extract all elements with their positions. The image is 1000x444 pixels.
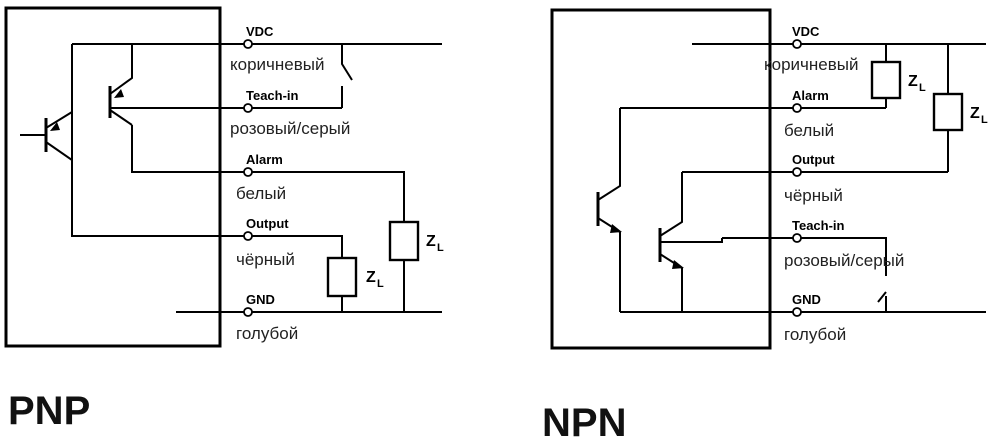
- pnp-pin-label: GND: [246, 292, 275, 307]
- npn-load-links: [885, 44, 949, 172]
- npn-wire-color: коричневый: [764, 55, 858, 74]
- svg-text:L: L: [919, 82, 926, 94]
- pnp-load-alarm: Z L: [388, 220, 444, 262]
- npn-title: NPN: [542, 401, 626, 444]
- npn-pin-label: VDC: [792, 24, 820, 39]
- pnp-wire-color: голубой: [236, 324, 298, 343]
- pnp-sensor-housing: [4, 6, 222, 348]
- svg-text:L: L: [377, 278, 384, 290]
- pnp-pin-label: Teach-in: [246, 88, 299, 103]
- npn-output-transistor: [658, 172, 723, 312]
- npn-load-output: Z L: [932, 92, 988, 132]
- pnp-pin-label: Output: [246, 216, 289, 231]
- npn-terminal-vdc: [792, 39, 802, 49]
- npn-terminal-teach: [792, 233, 802, 243]
- npn-teach-wire: [722, 237, 887, 312]
- npn-wire-color: белый: [784, 121, 834, 140]
- npn-wire-color: розовый/серый: [784, 251, 904, 270]
- pnp-wire-color: белый: [236, 184, 286, 203]
- npn-load-alarm: Z L: [870, 60, 926, 100]
- pnp-terminal-vdc: [243, 39, 253, 49]
- npn-wire-color: чёрный: [784, 186, 843, 205]
- pnp-pin-label: Alarm: [246, 152, 283, 167]
- pnp-diagram: Z L Z L VDC Teach-in Alarm Output GND ко…: [4, 6, 444, 433]
- svg-text:L: L: [437, 242, 444, 254]
- npn-terminal-output: [792, 167, 802, 177]
- pnp-output-wire: [71, 44, 343, 258]
- svg-text:L: L: [981, 114, 988, 126]
- pnp-terminal-gnd: [243, 307, 253, 317]
- pnp-output-transistor: [20, 111, 73, 236]
- npn-sensor-housing: [550, 8, 772, 350]
- pnp-alarm-wire: [131, 125, 405, 222]
- pnp-wire-color: розовый/серый: [230, 119, 350, 138]
- pnp-title: PNP: [8, 389, 90, 433]
- pnp-terminal-alarm: [243, 167, 253, 177]
- npn-terminal-gnd: [792, 307, 802, 317]
- pnp-alarm-transistor: [108, 44, 185, 126]
- svg-text:Z: Z: [970, 105, 980, 122]
- pnp-wire-color: коричневый: [230, 55, 324, 74]
- npn-pin-label: GND: [792, 292, 821, 307]
- pnp-load-links: [341, 260, 405, 312]
- npn-pin-label: Alarm: [792, 88, 829, 103]
- svg-text:Z: Z: [366, 269, 376, 286]
- svg-text:Z: Z: [426, 233, 436, 250]
- pnp-terminal-output: [243, 231, 253, 241]
- pnp-wire-color: чёрный: [236, 250, 295, 269]
- pnp-load-output: Z L: [326, 256, 384, 298]
- npn-terminal-alarm: [792, 103, 802, 113]
- npn-wire-color: голубой: [784, 325, 846, 344]
- pnp-terminal-teach: [243, 103, 253, 113]
- pnp-teach-switch: [341, 44, 353, 108]
- npn-alarm-transistor: [596, 108, 622, 312]
- pnp-pin-label: VDC: [246, 24, 274, 39]
- npn-pin-label: Teach-in: [792, 218, 845, 233]
- npn-pin-label: Output: [792, 152, 835, 167]
- npn-diagram: Z L Z L VDC Alarm Output Teach-in GND ко…: [542, 8, 988, 444]
- svg-text:Z: Z: [908, 73, 918, 90]
